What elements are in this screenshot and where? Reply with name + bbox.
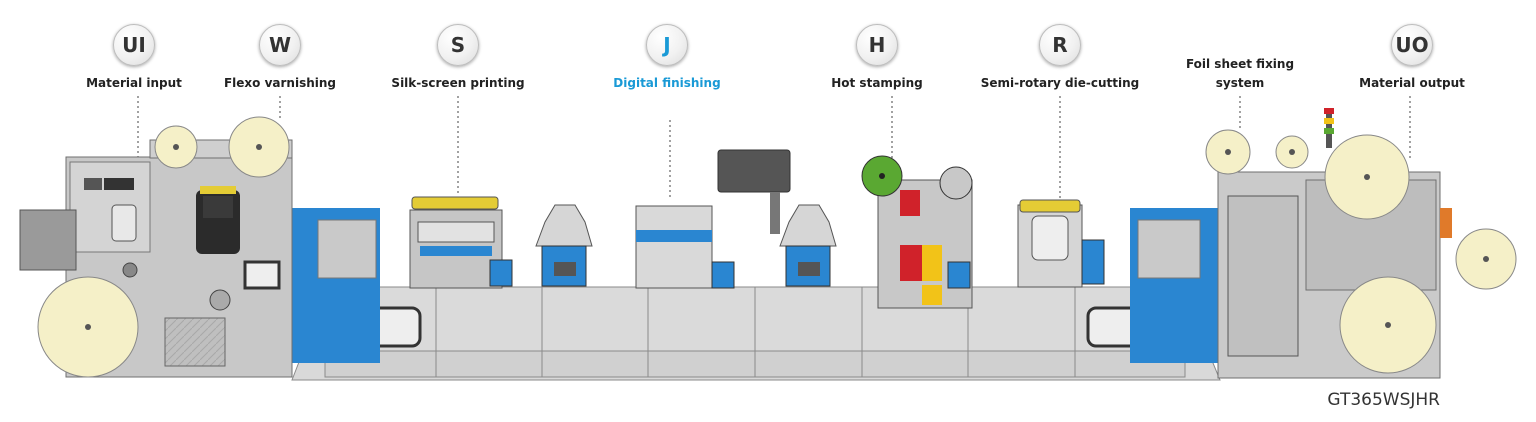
station-label-h: Hot stamping bbox=[831, 76, 923, 90]
station-badge-ui: UI bbox=[113, 24, 155, 66]
station-label-s: Silk-screen printing bbox=[391, 76, 525, 90]
station-material-output: UO Material output bbox=[1322, 24, 1502, 93]
hot-stamping-unit bbox=[861, 155, 973, 309]
station-label-uo: Material output bbox=[1359, 76, 1465, 90]
digital-finishing-unit bbox=[635, 149, 791, 289]
station-digital-finishing: J Digital finishing bbox=[577, 24, 757, 93]
station-badge-s: S bbox=[437, 24, 479, 66]
station-flexo-varnishing: W Flexo varnishing bbox=[190, 24, 370, 93]
model-number: GT365WSJHR bbox=[1327, 390, 1440, 410]
station-badge-w: W bbox=[259, 24, 301, 66]
station-label-ui: Material input bbox=[86, 76, 182, 90]
station-badge-r: R bbox=[1039, 24, 1081, 66]
control-module-right bbox=[779, 204, 837, 287]
die-cutting-unit bbox=[1017, 199, 1105, 288]
station-label-foil: Foil sheet fixing system bbox=[1185, 57, 1295, 90]
station-foil-fixing: Foil sheet fixing system bbox=[1150, 55, 1330, 93]
silkscreen-unit bbox=[409, 196, 513, 289]
base-cabinet bbox=[291, 286, 1221, 381]
station-badge-h: H bbox=[856, 24, 898, 66]
station-badge-uo: UO bbox=[1391, 24, 1433, 66]
station-hot-stamping: H Hot stamping bbox=[787, 24, 967, 93]
control-module-left bbox=[535, 204, 593, 287]
station-die-cutting: R Semi-rotary die-cutting bbox=[970, 24, 1150, 93]
foil-roll-gray bbox=[939, 166, 973, 200]
station-label-w: Flexo varnishing bbox=[223, 76, 337, 90]
station-label-r: Semi-rotary die-cutting bbox=[980, 76, 1140, 90]
station-material-input: UI Material input bbox=[44, 24, 224, 93]
leader-lines bbox=[137, 96, 1411, 200]
station-badge-j: J bbox=[646, 24, 688, 66]
monitor bbox=[717, 149, 791, 193]
station-silkscreen-printing: S Silk-screen printing bbox=[368, 24, 548, 93]
input-unit bbox=[19, 116, 293, 378]
station-label-j: Digital finishing bbox=[613, 76, 721, 90]
output-unit bbox=[1205, 108, 1517, 379]
